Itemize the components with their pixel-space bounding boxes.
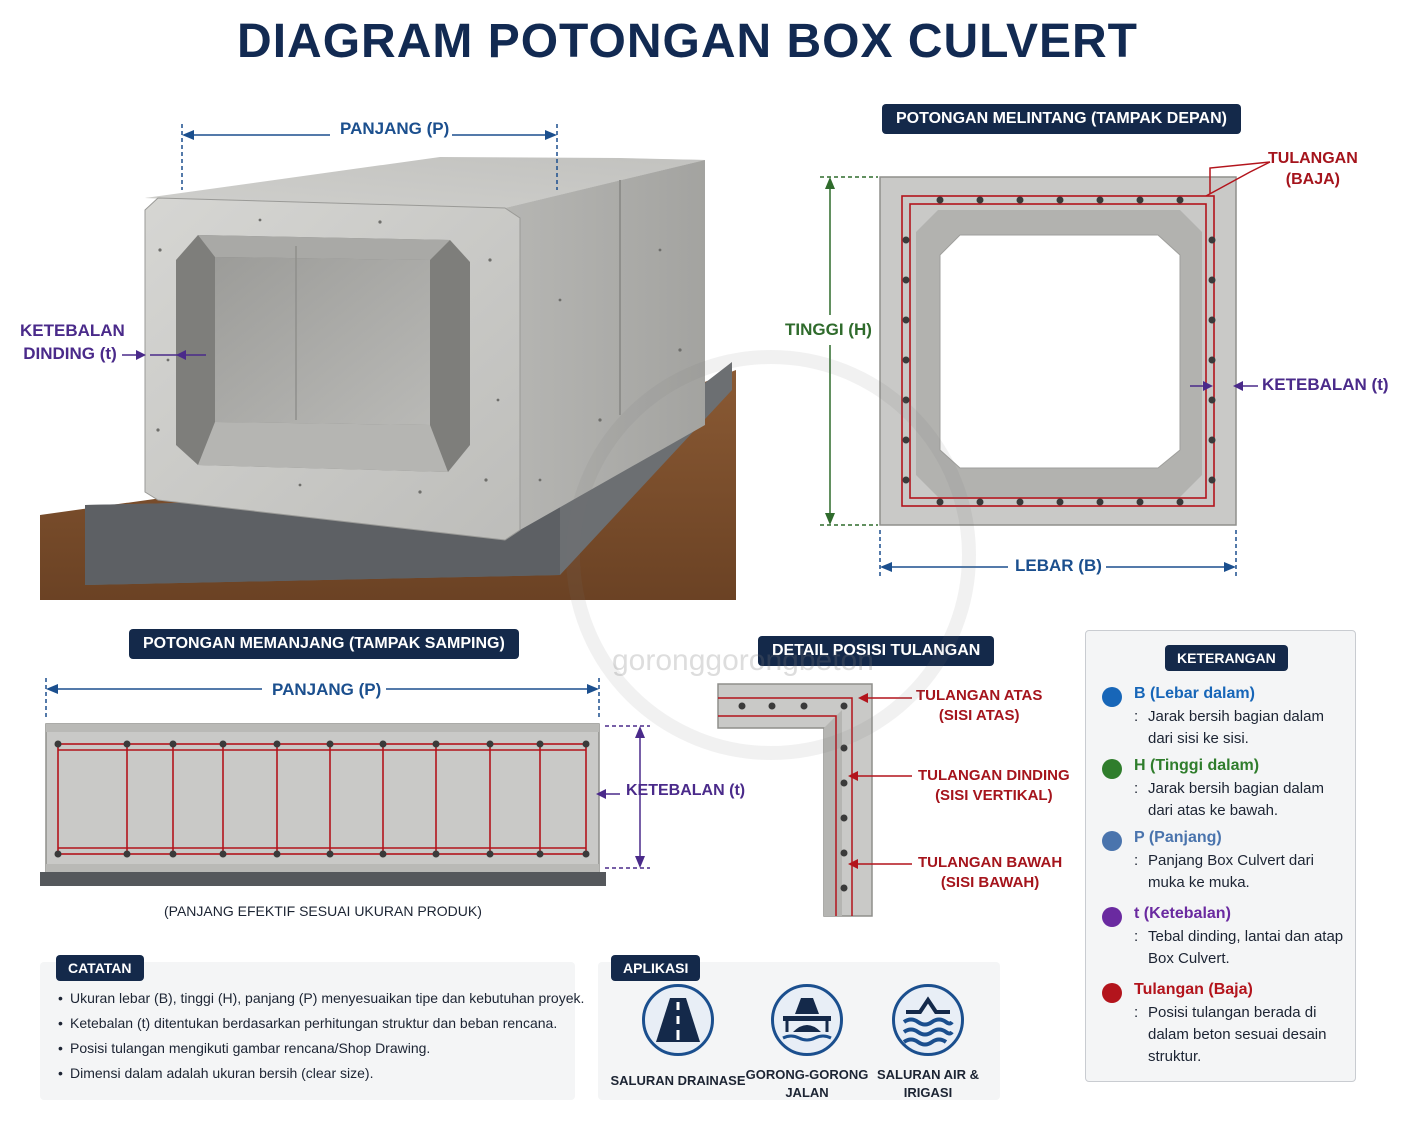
legend-desc: :Tebal dinding, lantai dan atap Box Culv… [1134,928,1344,967]
height-dimension [820,176,878,526]
app-label-line1: GORONG-GORONG [745,1067,869,1082]
top-rebar-label: TULANGAN ATAS (SISI ATAS) [916,686,1042,725]
app-item-drainage: SALURAN DRAINASE [608,984,748,1090]
legend-desc: :Posisi tulangan berada di dalam beton s… [1134,1004,1327,1065]
cross-section-view [820,161,1271,578]
cross-thickness-arrows [1190,381,1258,391]
road-icon [642,984,714,1056]
water-waves-icon [892,984,964,1056]
width-label: LEBAR (B) [1015,556,1102,575]
iso-thickness-label: KETEBALAN DINDING (t) [20,321,125,363]
note-item: Ketebalan (t) ditentukan berdasarkan per… [58,1015,584,1031]
bridge-icon [771,984,843,1056]
cross-thickness-label: KETEBALAN (t) [1262,375,1389,394]
rebar-label-line2: (BAJA) [1285,170,1340,188]
app-label-line1: SALURAN AIR & [876,1067,980,1082]
iso-length-dimension [181,124,558,190]
legend-title: B (Lebar dalam) [1134,685,1255,702]
iso-length-label: PANJANG (P) [340,119,450,138]
legend-desc: :Jarak bersih bagian dalam dari sisi ke … [1134,708,1324,747]
detail-rebar-lines [718,697,853,916]
detail-leader-lines [848,693,912,869]
long-thickness-dimension [596,725,650,869]
long-length-dimension [45,678,600,720]
note-item: Posisi tulangan mengikuti gambar rencana… [58,1040,584,1056]
legend-title: t (Ketebalan) [1134,905,1231,922]
bottom-rebar-label-line1: TULANGAN BAWAH [918,854,1063,871]
long-section-caption: (PANJANG EFEKTIF SESUAI UKURAN PRODUK) [164,903,482,919]
wall-rebar-label-line1: TULANGAN DINDING [918,767,1070,784]
note-item: Dimensi dalam adalah ukuran bersih (clea… [58,1065,584,1081]
long-section-view [40,678,650,886]
bottom-rebar-label: TULANGAN BAWAH (SISI BAWAH) [918,853,1062,892]
legend-panel: KETERANGAN B (Lebar dalam) :Jarak bersih… [1085,630,1356,1082]
long-section-heading: POTONGAN MEMANJANG (TAMPAK SAMPING) [129,629,519,659]
wall-rebar-label-line2: (SISI VERTIKAL) [935,786,1053,804]
legend-title: P (Panjang) [1134,829,1222,846]
legend-dot [1102,687,1122,707]
rebar-label-line1: TULANGAN [1268,150,1358,167]
note-item: Ukuran lebar (B), tinggi (H), panjang (P… [58,990,584,1006]
wall-rebar-label: TULANGAN DINDING (SISI VERTIKAL) [918,766,1070,805]
legend-dot [1102,759,1122,779]
long-thickness-label: KETEBALAN (t) [626,782,746,799]
rebar-label: TULANGAN (BAJA) [1268,149,1358,191]
notes-list: Ukuran lebar (B), tinggi (H), panjang (P… [58,990,584,1090]
legend-title: H (Tinggi dalam) [1134,757,1260,774]
cross-section-heading: POTONGAN MELINTANG (TAMPAK DEPAN) [882,104,1241,134]
legend-dot [1102,907,1122,927]
app-item-irrigation: SALURAN AIR & IRIGASI [858,984,998,1101]
legend-title: Tulangan (Baja) [1134,981,1253,998]
top-rebar-label-line2: (SISI ATAS) [938,706,1020,724]
rebar-detail-heading: DETAIL POSISI TULANGAN [758,636,995,666]
page-title: DIAGRAM POTONGAN BOX CULVERT [237,15,1138,68]
iso-thickness-arrows [122,350,206,360]
applications-heading: APLIKASI [611,955,701,981]
notes-heading: CATATAN [56,955,144,981]
long-length-label: PANJANG (P) [272,680,382,699]
legend-desc: :Jarak bersih bagian dalam dari atas ke … [1134,780,1324,819]
app-label-line2: JALAN [785,1084,829,1100]
top-rebar-label-line1: TULANGAN ATAS [916,687,1043,704]
legend-heading: KETERANGAN [1165,645,1288,671]
app-label-line1: SALURAN DRAINASE [610,1073,746,1088]
long-rebar-cage [57,743,587,855]
legend-desc: :Panjang Box Culvert dari muka ke muka. [1134,852,1314,891]
rebar-detail-view [717,683,912,917]
bottom-rebar-label-line2: (SISI BAWAH) [940,873,1040,891]
legend-dot [1102,983,1122,1003]
legend-dot [1102,831,1122,851]
width-dimension [879,530,1237,578]
height-label: TINGGI (H) [785,320,872,339]
isometric-view [40,124,736,600]
app-item-culvert-road: GORONG-GORONG JALAN [737,984,877,1101]
cross-rebar-dots [902,196,1216,506]
app-label-line2: IRIGASI [903,1084,953,1100]
box-side-face [505,160,705,530]
rebar-leader-lines [1205,161,1271,197]
